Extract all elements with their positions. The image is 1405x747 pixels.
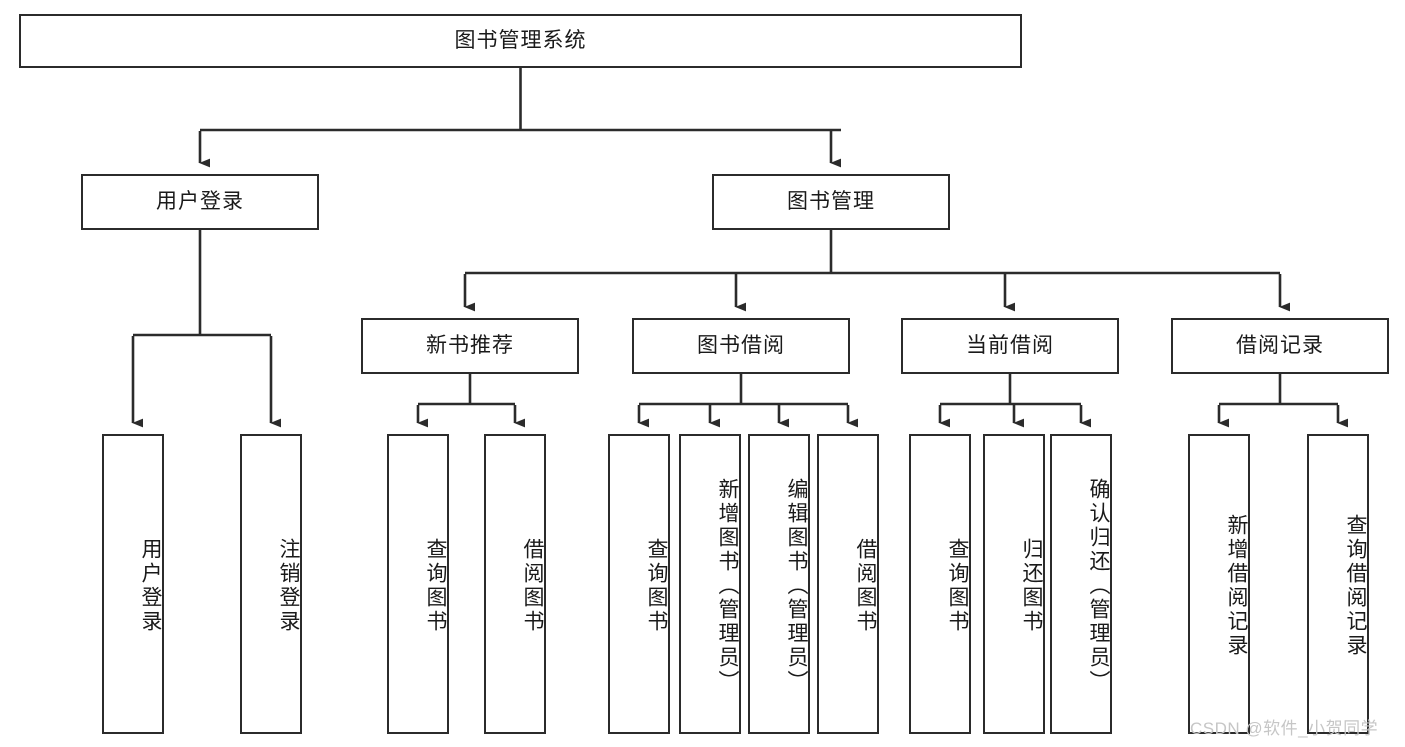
- node-leaf-user-login-label: 用户登录: [139, 538, 162, 634]
- node-root[interactable]: 图书管理系统: [19, 14, 1022, 68]
- node-leaf-borrow-book-2[interactable]: 借阅图书: [817, 434, 879, 734]
- node-leaf-query-book-2-label: 查询图书: [645, 538, 668, 634]
- node-book-manage-label: 图书管理: [787, 190, 875, 214]
- node-new-book-recommend[interactable]: 新书推荐: [361, 318, 579, 374]
- node-leaf-user-login[interactable]: 用户登录: [102, 434, 164, 734]
- node-leaf-query-book-1-label: 查询图书: [424, 538, 447, 634]
- node-leaf-edit-book-admin-label: 编辑图书（管理员）: [785, 478, 808, 694]
- node-current-borrow[interactable]: 当前借阅: [901, 318, 1119, 374]
- node-root-label: 图书管理系统: [454, 29, 587, 53]
- node-leaf-query-borrow-record-label: 查询借阅记录: [1344, 514, 1367, 658]
- node-book-manage[interactable]: 图书管理: [712, 174, 950, 230]
- node-leaf-query-borrow-record[interactable]: 查询借阅记录: [1307, 434, 1369, 734]
- node-current-borrow-label: 当前借阅: [966, 334, 1054, 358]
- node-leaf-query-book-1[interactable]: 查询图书: [387, 434, 449, 734]
- node-leaf-return-book[interactable]: 归还图书: [983, 434, 1045, 734]
- node-leaf-borrow-book-1-label: 借阅图书: [521, 538, 544, 634]
- node-leaf-query-book-3-label: 查询图书: [946, 538, 969, 634]
- node-leaf-add-borrow-record[interactable]: 新增借阅记录: [1188, 434, 1250, 734]
- node-leaf-borrow-book-2-label: 借阅图书: [854, 538, 877, 634]
- node-book-borrow-label: 图书借阅: [697, 334, 785, 358]
- node-borrow-record-label: 借阅记录: [1236, 334, 1324, 358]
- node-user-login[interactable]: 用户登录: [81, 174, 319, 230]
- node-leaf-edit-book-admin[interactable]: 编辑图书（管理员）: [748, 434, 810, 734]
- node-leaf-logout-login-label: 注销登录: [277, 538, 300, 634]
- node-leaf-add-borrow-record-label: 新增借阅记录: [1225, 514, 1248, 658]
- watermark: CSDN @软件_小贺同学: [1190, 719, 1379, 738]
- node-new-book-recommend-label: 新书推荐: [426, 334, 514, 358]
- node-leaf-query-book-2[interactable]: 查询图书: [608, 434, 670, 734]
- node-borrow-record[interactable]: 借阅记录: [1171, 318, 1389, 374]
- node-leaf-logout-login[interactable]: 注销登录: [240, 434, 302, 734]
- node-leaf-confirm-return-admin-label: 确认归还（管理员）: [1087, 478, 1110, 694]
- node-user-login-label: 用户登录: [156, 190, 244, 214]
- node-leaf-add-book-admin[interactable]: 新增图书（管理员）: [679, 434, 741, 734]
- node-leaf-return-book-label: 归还图书: [1020, 538, 1043, 634]
- node-leaf-confirm-return-admin[interactable]: 确认归还（管理员）: [1050, 434, 1112, 734]
- node-leaf-add-book-admin-label: 新增图书（管理员）: [716, 478, 739, 694]
- node-book-borrow[interactable]: 图书借阅: [632, 318, 850, 374]
- node-leaf-query-book-3[interactable]: 查询图书: [909, 434, 971, 734]
- node-leaf-borrow-book-1[interactable]: 借阅图书: [484, 434, 546, 734]
